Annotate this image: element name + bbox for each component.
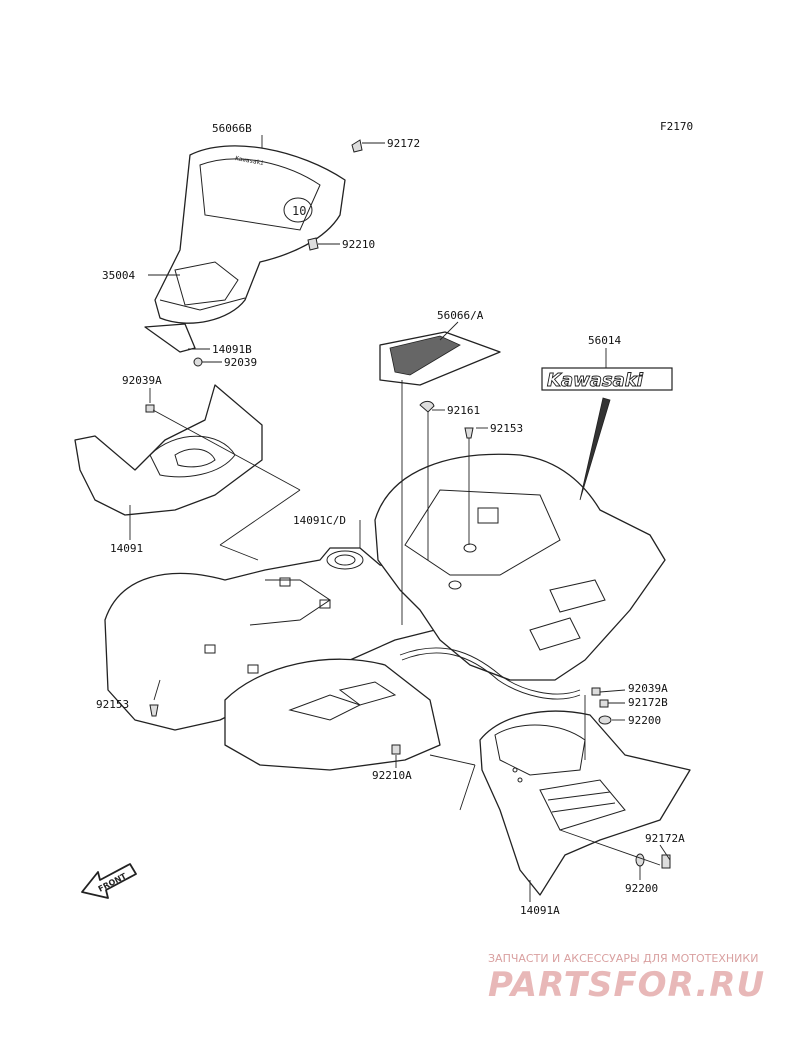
watermark-subtitle: ЗАПЧАСТИ И АКСЕССУАРЫ ДЛЯ МОТОТЕХНИКИ (488, 952, 758, 965)
label-56066b: 56066B (212, 122, 252, 135)
rear-body (374, 453, 666, 681)
front-fender-14091a (224, 658, 441, 771)
label-92210: 92210 (342, 238, 375, 251)
part-labels: 56066B 92172 92210 35004 14091B 92039 56… (96, 122, 685, 917)
label-56066a: 56066/A (437, 309, 484, 322)
label-92153-top: 92153 (490, 422, 523, 435)
label-92210a: 92210A (372, 769, 412, 782)
label-92200-bottom: 92200 (625, 882, 658, 895)
side-cover-14091 (74, 384, 263, 516)
decal-56066a (379, 331, 501, 386)
bolt-92039a-right-icon (591, 687, 601, 696)
label-56014: 56014 (588, 334, 621, 347)
figure-code: F2170 (660, 120, 693, 133)
label-92172a: 92172A (645, 832, 685, 845)
label-14091b: 14091B (212, 343, 252, 356)
front-cover-35004: 10 Kawasaki (154, 145, 346, 324)
emblem-text: Kawasaki (547, 370, 644, 391)
label-92200-top: 92200 (628, 714, 661, 727)
bolt-92172a-icon (661, 854, 671, 869)
label-92039a-right: 92039A (628, 682, 668, 695)
kawasaki-emblem-56014: Kawasaki (541, 367, 673, 501)
label-14091cd: 14091C/D (293, 514, 346, 527)
washer-92200-icon (598, 715, 612, 725)
front-panel (479, 710, 691, 896)
front-arrow: FRONT (81, 863, 137, 899)
bolt-92172b-icon (599, 699, 609, 708)
label-14091: 14091 (110, 542, 143, 555)
nut-92039-icon (193, 357, 203, 367)
label-92161: 92161 (447, 404, 480, 417)
bolt-92039a-icon (145, 404, 155, 413)
bolt-92153-icon (464, 427, 474, 439)
leader-lines (129, 135, 671, 902)
label-14091a: 14091A (520, 904, 560, 917)
svg-text:Kawasaki: Kawasaki (235, 155, 265, 167)
watermark: ЗАПЧАСТИ И АКСЕССУАРЫ ДЛЯ МОТОТЕХНИКИ PA… (488, 952, 765, 1005)
cable (399, 647, 581, 695)
bolt-92153b-icon (149, 704, 159, 717)
nut-92210-icon (307, 237, 319, 251)
label-92172-top: 92172 (387, 137, 420, 150)
watermark-brand: PARTSFOR.RU (488, 965, 765, 1005)
washer-92200b-icon (635, 853, 645, 867)
plate-14091b (144, 323, 196, 353)
bolt-92172-icon (351, 139, 363, 153)
label-92039a-left: 92039A (122, 374, 162, 387)
label-35004: 35004 (102, 269, 135, 282)
label-92039: 92039 (224, 356, 257, 369)
label-92172b: 92172B (628, 696, 668, 709)
hardware (145, 139, 671, 869)
label-92153-left: 92153 (96, 698, 129, 711)
nut-92210a-icon (391, 744, 401, 755)
svg-text:10: 10 (292, 204, 306, 218)
grommet-92161-icon (419, 400, 435, 413)
